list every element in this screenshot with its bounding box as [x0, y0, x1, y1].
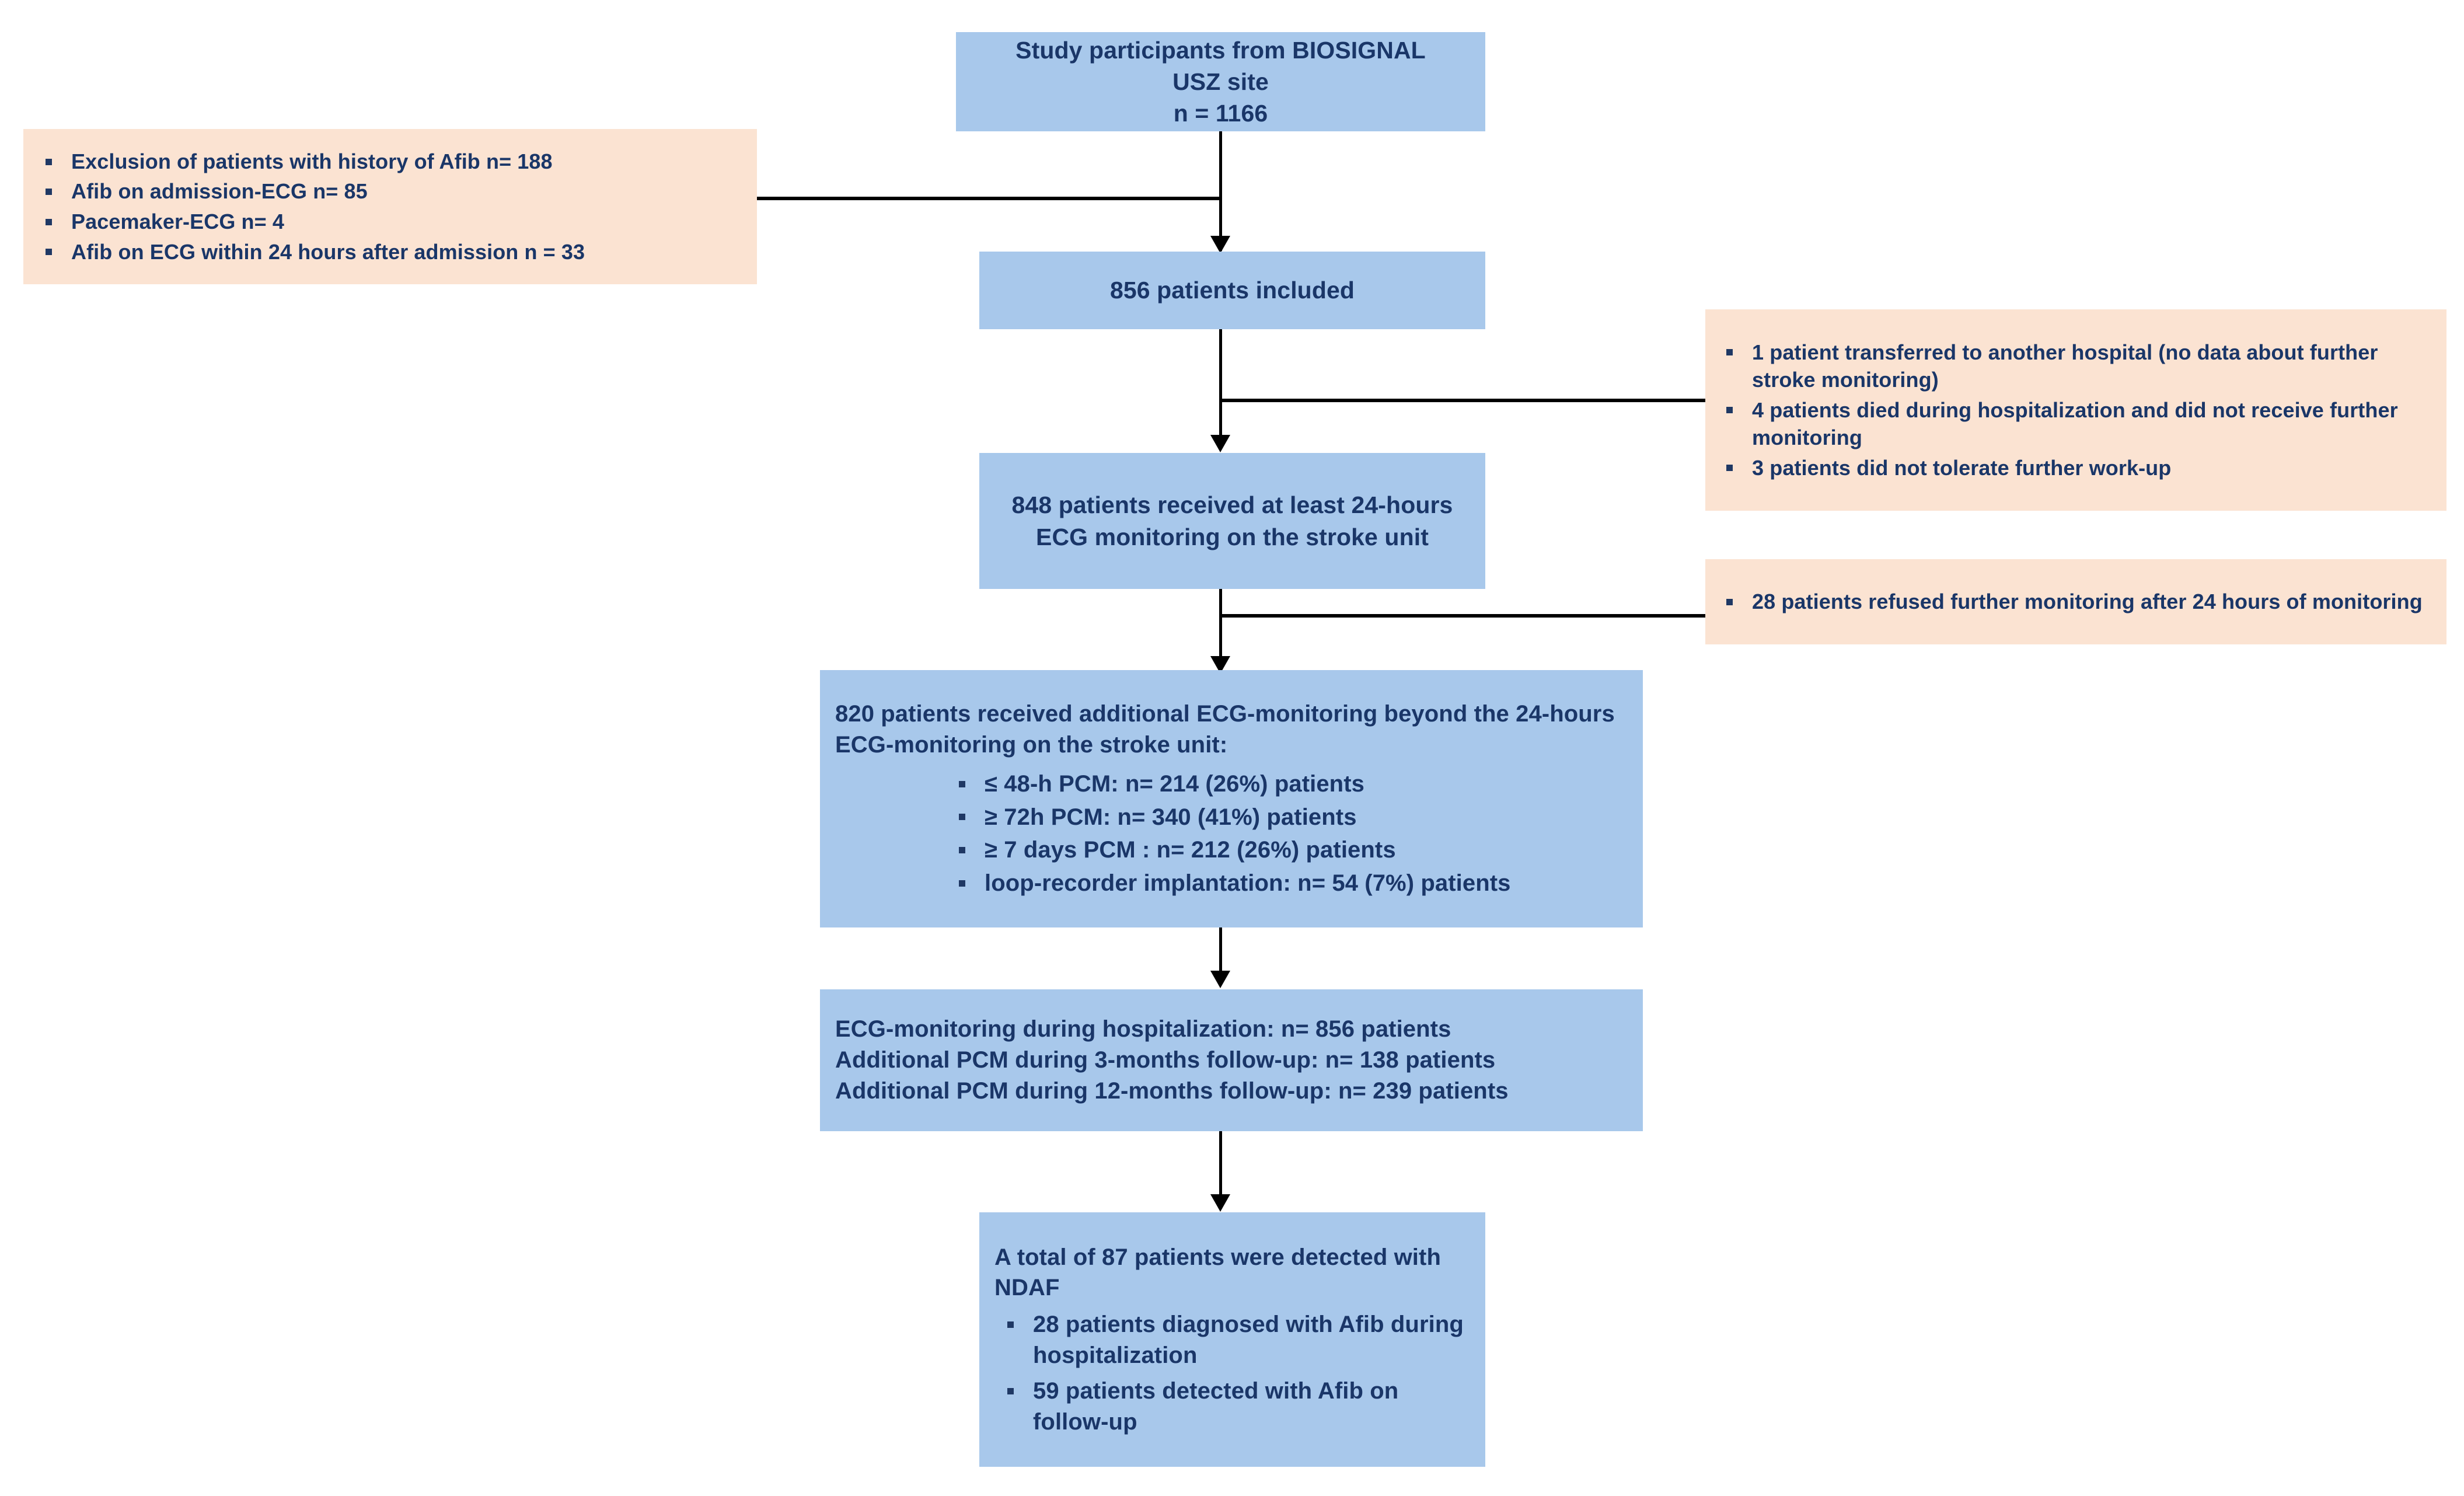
node-line: n = 1166: [1173, 100, 1268, 127]
list-item: loop-recorder implantation: n= 54 (7%) p…: [946, 868, 1628, 899]
list-item: ≥ 7 days PCM : n= 212 (26%) patients: [946, 835, 1628, 866]
list-item: Exclusion of patients with history of Af…: [33, 148, 748, 176]
node-exclusions-transfer-death: 1 patient transferred to another hospita…: [1705, 309, 2446, 511]
connector-branch-exclusions-1: [756, 197, 1220, 200]
outcome-bullet-list: 28 patients diagnosed with Afib during h…: [994, 1309, 1470, 1437]
list-item: 1 patient transferred to another hospita…: [1713, 339, 2438, 394]
connector-branch-exclusions-3: [1219, 614, 1706, 618]
node-line: Additional PCM during 3-months follow-up…: [835, 1047, 1496, 1073]
exclusion-bullet-list: 1 patient transferred to another hospita…: [1713, 339, 2438, 482]
node-exclusions-history-afib: Exclusion of patients with history of Af…: [23, 129, 757, 284]
node-monitoring-summary: ECG-monitoring during hospitalization: n…: [820, 989, 1643, 1131]
node-exclusions-refused-monitoring: 28 patients refused further monitoring a…: [1705, 559, 2446, 644]
node-heading: 820 patients received additional ECG-mon…: [835, 701, 1615, 758]
node-line: Study participants from BIOSIGNAL: [1015, 36, 1426, 64]
node-line: ECG-monitoring during hospitalization: n…: [835, 1016, 1451, 1042]
arrowhead-848: [1210, 435, 1230, 452]
list-item: 59 patients detected with Afib on follow…: [994, 1376, 1470, 1438]
list-item: 28 patients refused further monitoring a…: [1713, 588, 2438, 616]
connector-included-to-848: [1219, 329, 1222, 449]
node-848-monitored-24h: 848 patients received at least 24-hours …: [979, 453, 1485, 589]
node-856-included: 856 patients included: [979, 252, 1485, 329]
list-item: Afib on ECG within 24 hours after admiss…: [33, 238, 748, 266]
pcm-bullet-list: ≤ 48-h PCM: n= 214 (26%) patients ≥ 72h …: [835, 769, 1628, 899]
arrowhead-outcome: [1210, 1194, 1230, 1212]
connector-summary-to-outcome: [1219, 1131, 1222, 1195]
exclusion-bullet-list: Exclusion of patients with history of Af…: [33, 148, 748, 266]
node-heading: A total of 87 patients were detected wit…: [994, 1244, 1441, 1301]
node-line: 856 patients included: [1109, 277, 1355, 304]
list-item: Afib on admission-ECG n= 85: [33, 177, 748, 205]
connector-source-to-included: [1219, 131, 1222, 251]
node-ndaf-outcome: A total of 87 patients were detected wit…: [979, 1212, 1485, 1467]
list-item: ≥ 72h PCM: n= 340 (41%) patients: [946, 802, 1628, 833]
node-820-additional-monitoring: 820 patients received additional ECG-mon…: [820, 670, 1643, 927]
list-item: 28 patients diagnosed with Afib during h…: [994, 1309, 1470, 1371]
exclusion-bullet-list: 28 patients refused further monitoring a…: [1713, 588, 2438, 616]
list-item: Pacemaker-ECG n= 4: [33, 208, 748, 236]
arrowhead-summary: [1210, 971, 1230, 988]
arrowhead-included: [1210, 236, 1230, 253]
connector-820-to-summary: [1219, 927, 1222, 972]
list-item: ≤ 48-h PCM: n= 214 (26%) patients: [946, 769, 1628, 800]
connector-848-to-820: [1219, 589, 1222, 674]
connector-branch-exclusions-2: [1219, 399, 1706, 402]
node-study-participants: Study participants from BIOSIGNAL USZ si…: [956, 32, 1485, 131]
node-line: 848 patients received at least 24-hours …: [1011, 491, 1453, 550]
node-line: Additional PCM during 12-months follow-u…: [835, 1077, 1509, 1104]
list-item: 4 patients died during hospitalization a…: [1713, 396, 2438, 452]
node-line: USZ site: [1172, 68, 1269, 95]
list-item: 3 patients did not tolerate further work…: [1713, 454, 2438, 482]
